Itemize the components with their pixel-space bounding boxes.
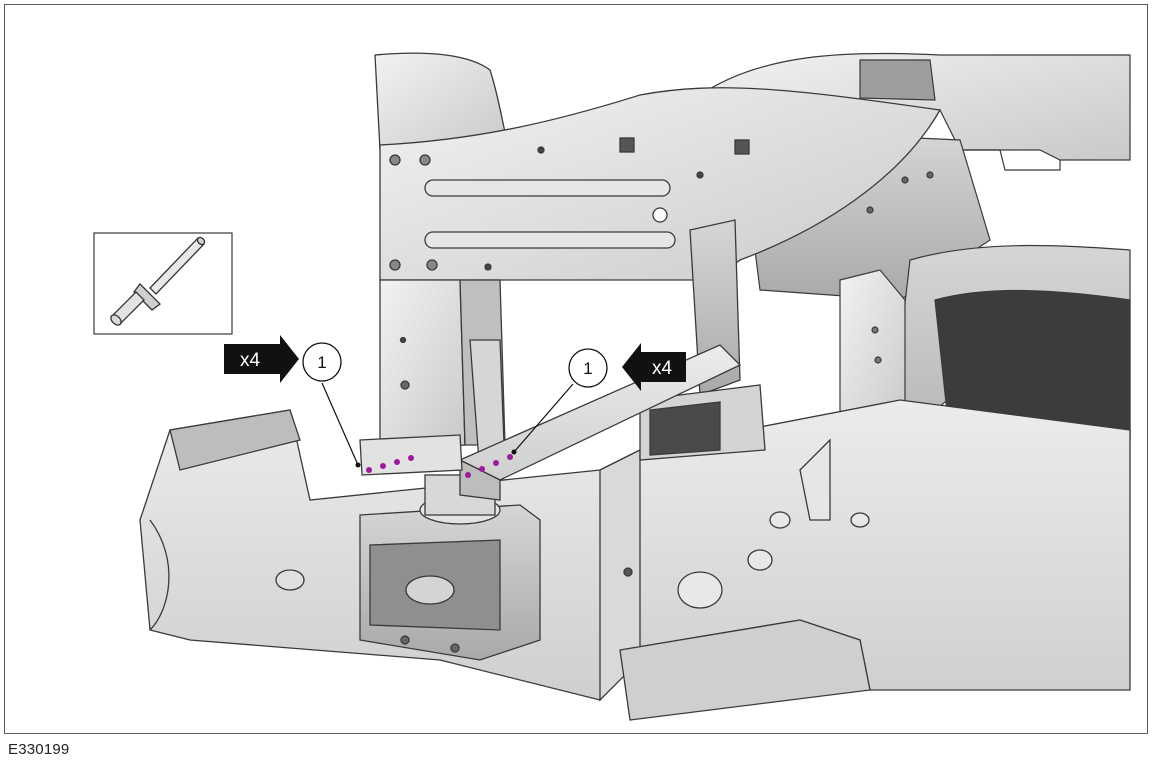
callout-1-left: 1 [302, 342, 342, 382]
blind-rivet-icon [110, 236, 206, 326]
upper-mounting-bracket [374, 52, 942, 292]
quantity-tag-left: x4 [224, 335, 299, 383]
quantity-tag-left-label: x4 [240, 350, 261, 371]
callout-1-left-label: 1 [317, 353, 326, 372]
lower-frame-rail [139, 399, 1131, 721]
quantity-tag-right: x4 [622, 343, 686, 391]
quantity-tag-right-label: x4 [652, 358, 673, 379]
crossmember-bracket [359, 474, 541, 661]
rivet-marks-right [465, 454, 513, 478]
arrow-right-icon [224, 335, 299, 383]
rivet-marks-left [366, 455, 414, 473]
rear-support-post [639, 219, 766, 461]
callout-leaders [321, 382, 574, 466]
leader-dot-left [355, 462, 361, 468]
figure-code: E330199 [8, 741, 70, 758]
arrow-left-icon [622, 343, 686, 391]
vertical-pillar [379, 279, 506, 476]
wheel-arch-panel [839, 244, 1131, 521]
leader-dot-right [511, 449, 517, 455]
callout-1-right-label: 1 [583, 359, 592, 378]
callout-1-right: 1 [568, 348, 608, 388]
fastener-inset [93, 232, 233, 335]
